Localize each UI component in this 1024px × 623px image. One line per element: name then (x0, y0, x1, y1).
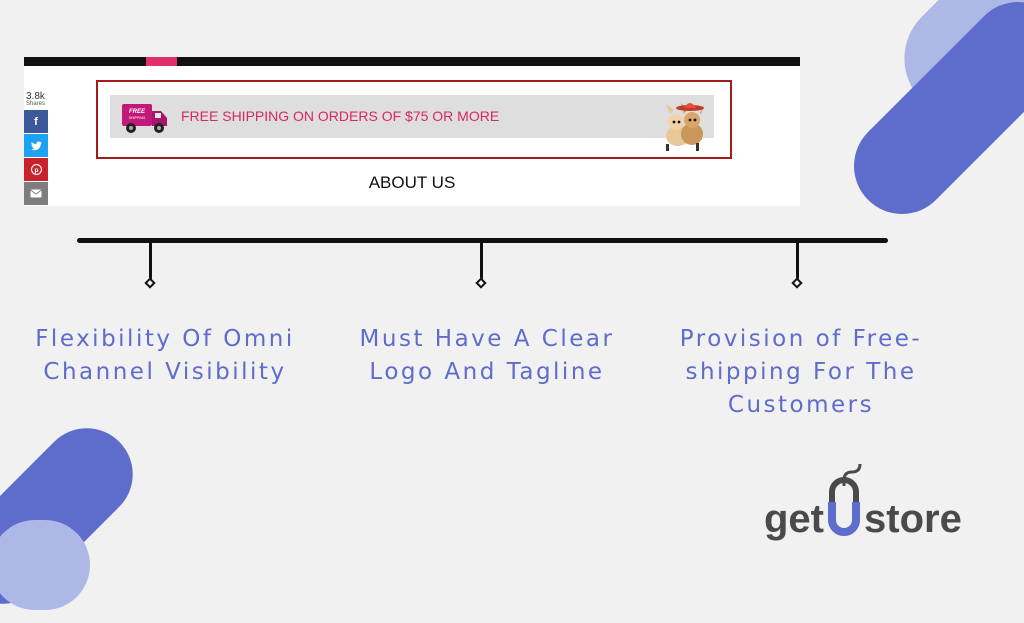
logo-mouse-cable (842, 463, 862, 486)
about-us-link[interactable]: ABOUT US (368, 173, 456, 192)
svg-text:p: p (34, 167, 38, 174)
timeline-tick-2 (480, 243, 483, 283)
logo-text-get: get (764, 497, 824, 541)
email-icon (30, 189, 42, 198)
logo-text-store: store (864, 497, 962, 541)
timeline-caption-1: Flexibility Of Omni Channel Visibility (15, 323, 315, 389)
pinterest-share-button[interactable]: p (24, 158, 48, 181)
site-top-bar (24, 57, 800, 66)
svg-text:FREE: FREE (129, 109, 146, 115)
promo-banner-frame[interactable] (96, 80, 732, 159)
caption-line: Must Have A Clear (359, 326, 615, 352)
website-screenshot: 3.8k Shares f p FREE SHIPPING FREE SHIPP… (24, 57, 800, 206)
twitter-share-button[interactable] (24, 134, 48, 157)
share-label: Shares (26, 101, 46, 107)
caption-line: shipping For The (685, 359, 917, 385)
caption-line: Channel Visibility (43, 359, 287, 385)
site-top-bar-accent (146, 57, 177, 66)
timeline-marker-1 (144, 277, 156, 289)
timeline-marker-3 (791, 277, 803, 289)
free-shipping-text: FREE SHIPPING ON ORDERS OF $75 OR MORE (181, 108, 500, 124)
twitter-icon (30, 140, 42, 150)
caption-line: Flexibility Of Omni (35, 326, 295, 352)
logo-mouse-icon (828, 502, 860, 536)
facebook-icon: f (34, 115, 38, 128)
timeline-marker-2 (475, 277, 487, 289)
facebook-share-button[interactable]: f (24, 110, 48, 133)
decorative-shape-bottom-left-light (0, 520, 90, 610)
getustore-logo: get store (764, 463, 962, 541)
email-share-button[interactable] (24, 182, 48, 205)
promo-banner (110, 95, 714, 138)
caption-line: Customers (727, 392, 875, 418)
timeline-caption-2: Must Have A Clear Logo And Tagline (337, 323, 637, 389)
timeline-line (77, 238, 888, 243)
svg-text:SHIPPING: SHIPPING (129, 116, 146, 120)
chihuahua-dogs-image (666, 103, 704, 151)
delivery-truck-icon: FREE SHIPPING (122, 104, 167, 133)
caption-line: Logo And Tagline (369, 359, 605, 385)
caption-line: Provision of Free- (679, 326, 923, 352)
pinterest-icon: p (30, 164, 42, 175)
timeline-tick-3 (796, 243, 799, 283)
share-count: 3.8k (26, 91, 45, 102)
timeline-tick-1 (149, 243, 152, 283)
timeline-caption-3: Provision of Free- shipping For The Cust… (651, 323, 951, 422)
